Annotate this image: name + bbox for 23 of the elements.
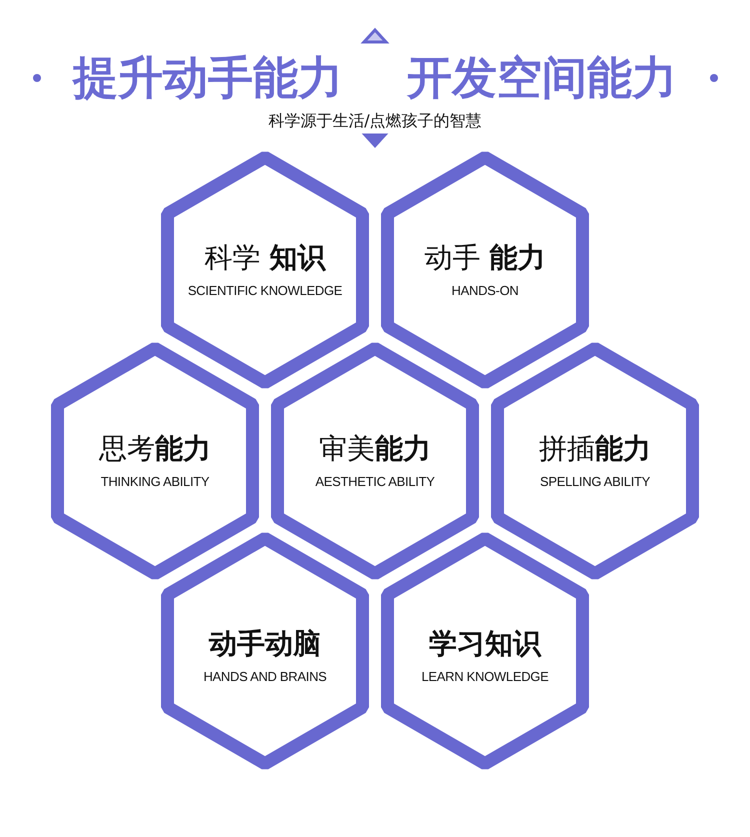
skill-subtitle: AESTHETIC ABILITY bbox=[315, 474, 435, 490]
subtitle: 科学源于生活/点燃孩子的智慧 bbox=[268, 111, 482, 130]
skill-title: 科学 知识 bbox=[204, 241, 326, 275]
skill-title: 学习知识 bbox=[429, 627, 541, 661]
skill-subtitle: HANDS-ON bbox=[452, 283, 518, 299]
skill-title: 思考能力 bbox=[99, 432, 211, 466]
skill-subtitle: HANDS AND BRAINS bbox=[203, 669, 327, 685]
skill-subtitle: THINKING ABILITY bbox=[100, 474, 210, 490]
hexagon-tile bbox=[381, 531, 589, 771]
page-title: 提升动手能力 开发空间能力 bbox=[73, 51, 677, 104]
skill-title: 拼插能力 bbox=[539, 432, 651, 466]
skill-title: 动手动脑 bbox=[209, 627, 321, 661]
hexagon-tile bbox=[271, 340, 479, 580]
hexagon-tile bbox=[161, 150, 369, 390]
skill-subtitle: SPELLING ABILITY bbox=[540, 474, 650, 490]
skill-title: 审美能力 bbox=[319, 432, 431, 466]
hexagon-tile bbox=[161, 531, 369, 771]
hexagon-tile bbox=[51, 340, 259, 580]
skill-subtitle: LEARN KNOWLEDGE bbox=[422, 669, 548, 685]
hexagon-tile bbox=[381, 150, 589, 390]
skill-title: 动手 能力 bbox=[424, 241, 546, 275]
hexagon-tile bbox=[491, 340, 699, 580]
skill-subtitle: SCIENTIFIC KNOWLEDGE bbox=[188, 283, 342, 299]
